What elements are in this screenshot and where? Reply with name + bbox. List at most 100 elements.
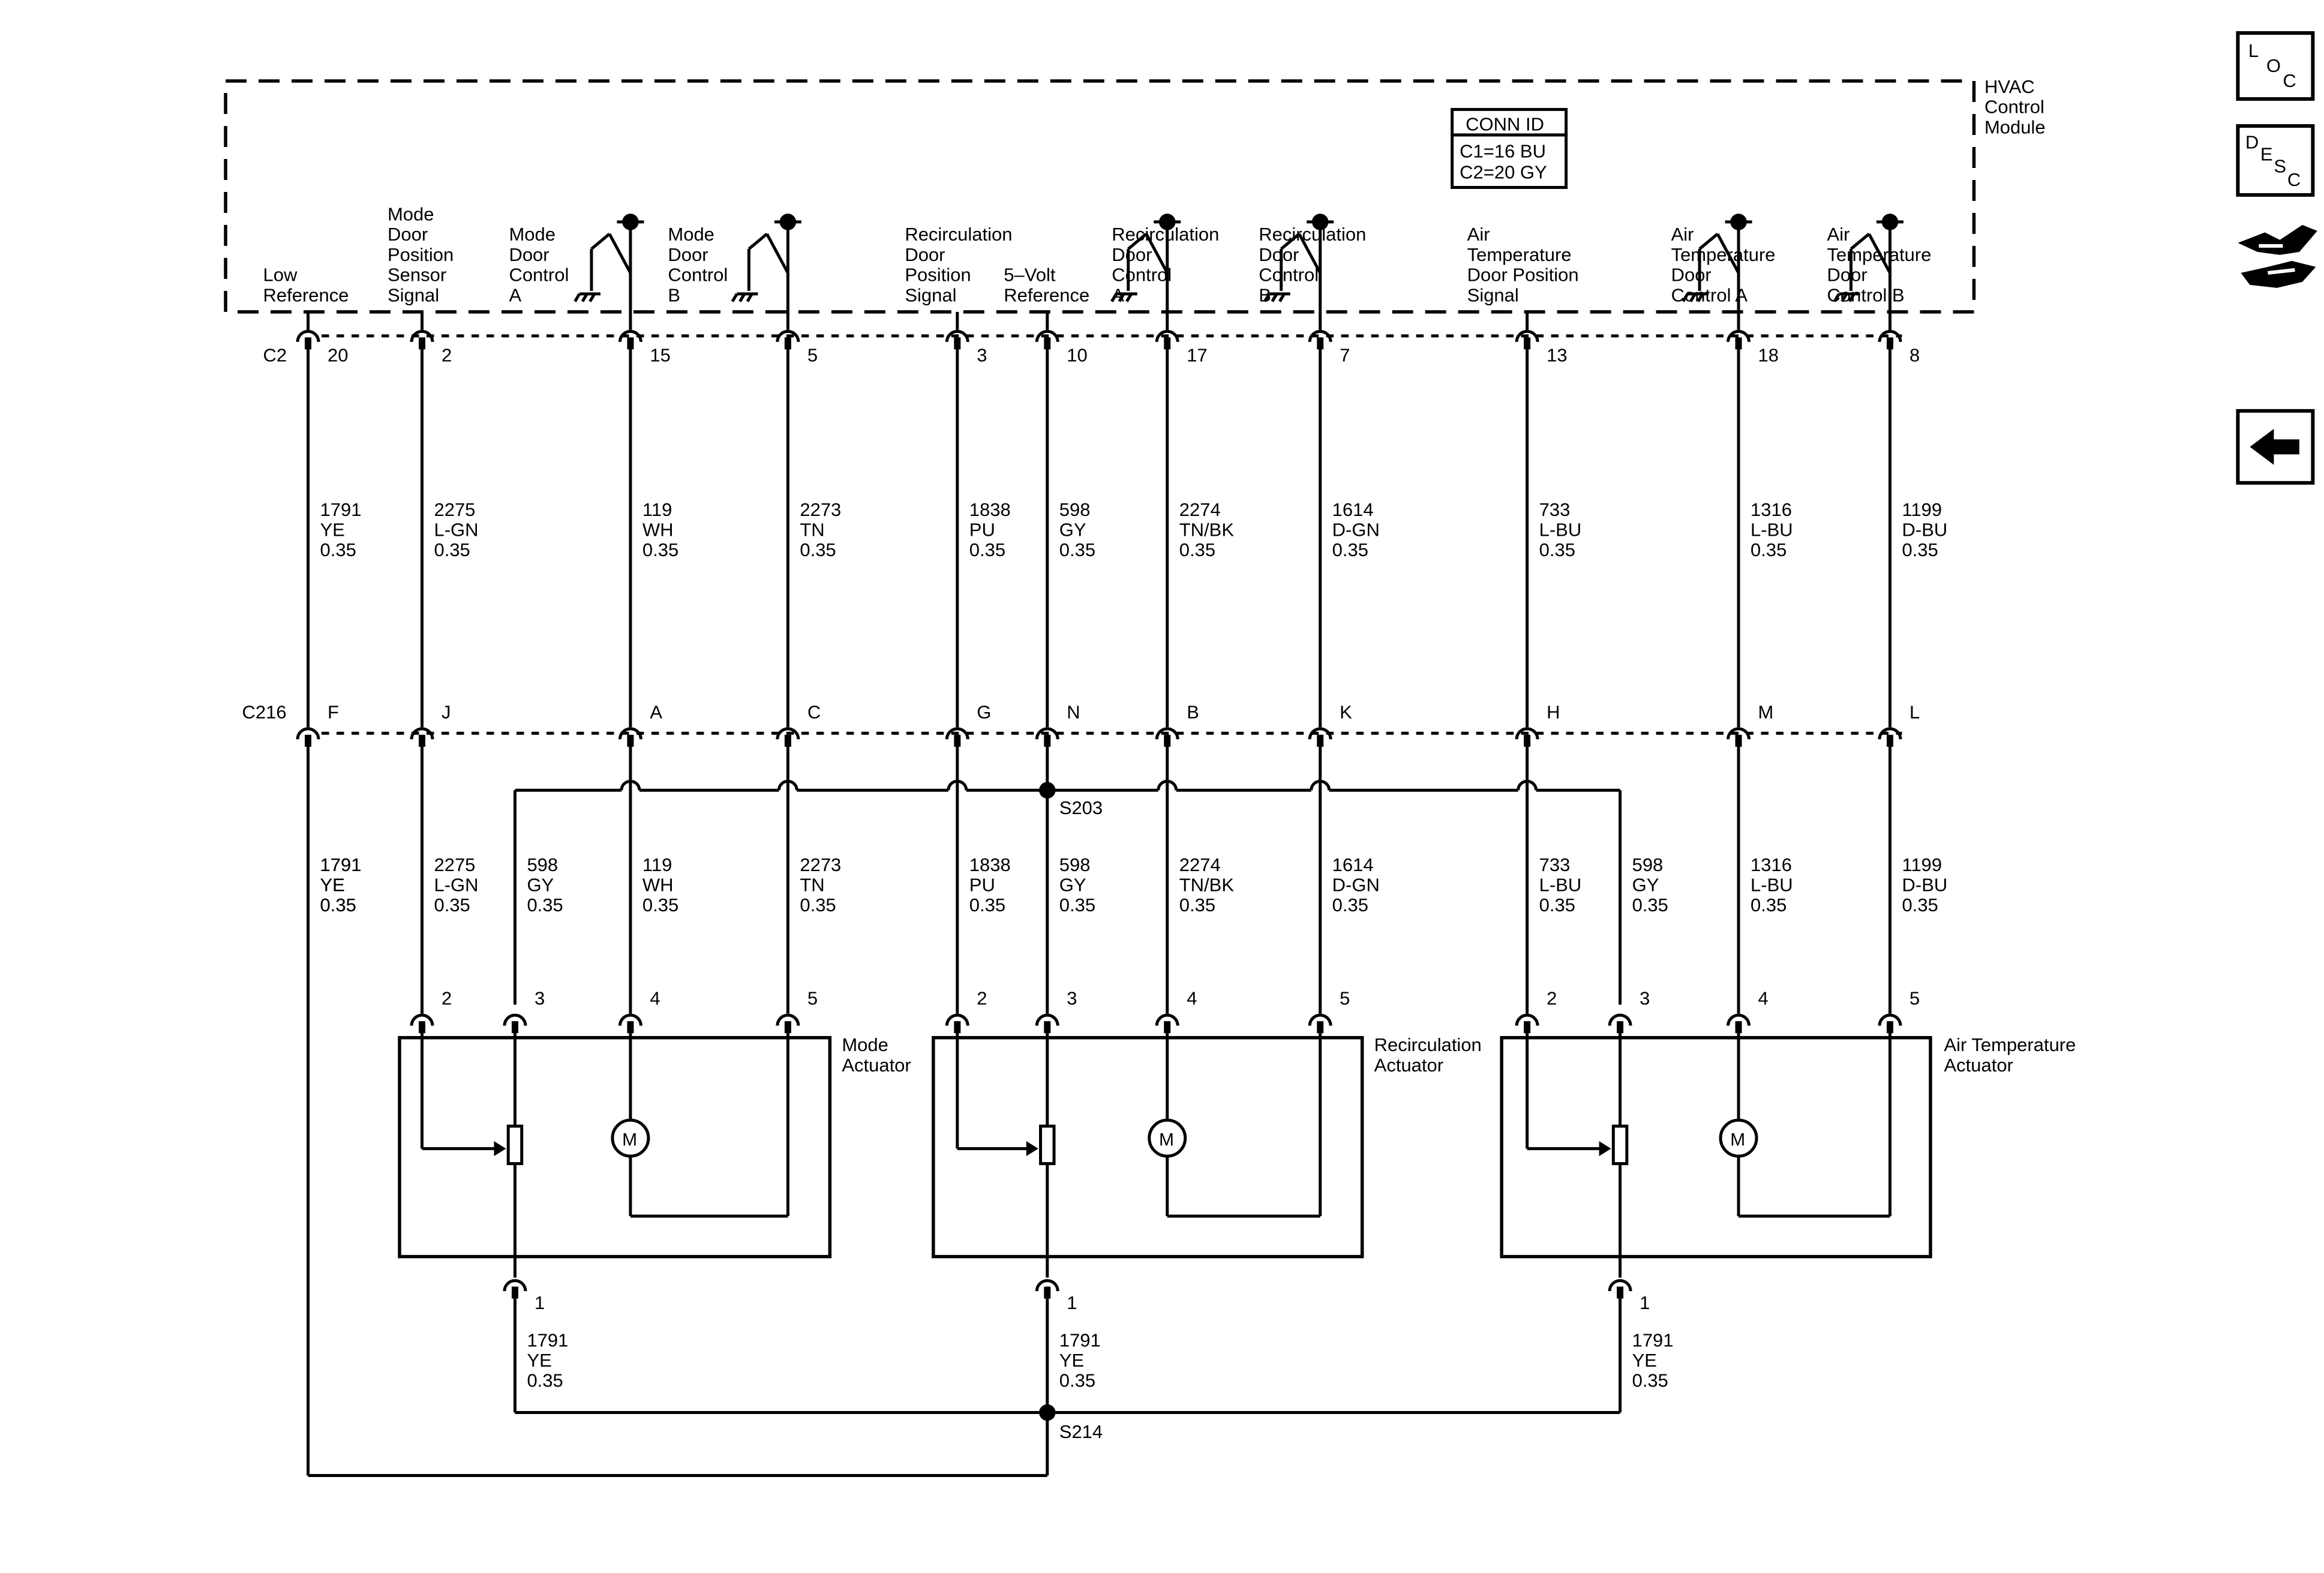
- switch-blade: [765, 233, 789, 274]
- recirculation-actuator-pin-2: [945, 1013, 969, 1026]
- actuator-terminal: [1735, 1021, 1742, 1034]
- c2-pin-number: 18: [1758, 344, 1779, 365]
- c2-pin-number: 10: [1067, 344, 1087, 365]
- wire-label: D-GN: [1332, 519, 1380, 540]
- switch-node: [622, 214, 639, 230]
- wire-label: 733: [1539, 499, 1571, 520]
- wire-label: 598: [527, 854, 558, 875]
- ground-icon: [1689, 293, 1697, 302]
- c2-terminal: [1044, 337, 1051, 350]
- actuator-pin-number: 3: [1067, 988, 1077, 1009]
- wire-label: 0.35: [1059, 539, 1095, 560]
- c216-terminal: [1044, 734, 1051, 747]
- wire-label: 733: [1539, 854, 1571, 875]
- ground-icon: [1848, 293, 1855, 302]
- c216-pin-B: [1155, 727, 1179, 740]
- wire-label: 0.35: [1632, 894, 1668, 915]
- wire-label: 1791: [320, 854, 362, 875]
- actuator-pin-number: 4: [1187, 988, 1197, 1009]
- desc-button[interactable]: [2236, 124, 2315, 197]
- actuator-pin-number: 3: [535, 988, 545, 1009]
- desc-icon: C: [2287, 169, 2301, 190]
- c2-pin-5: [776, 329, 800, 343]
- switch-blade-top: [1849, 233, 1870, 250]
- conn-id-line: C1=16 BU: [1460, 140, 1546, 161]
- actuator-terminal: [418, 1021, 425, 1034]
- wire-label: 0.35: [320, 894, 356, 915]
- circuit-label-mode-door-position-sensor-signal: Sensor: [388, 265, 446, 286]
- wire-label: 0.35: [1059, 894, 1095, 915]
- wire-label: 0.35: [1059, 1370, 1095, 1391]
- circuit-label-air-temperature-door-position-signal: Temperature: [1467, 244, 1572, 265]
- c216-pin-letter: L: [1909, 701, 1920, 722]
- conn-id-title: CONN ID: [1466, 113, 1544, 134]
- actuator-terminal: [1044, 1021, 1051, 1034]
- c2-terminal: [1524, 337, 1531, 350]
- c2-pin-number: 3: [977, 344, 987, 365]
- connector-hand-icon[interactable]: [2238, 224, 2317, 288]
- c2-pin-20: [296, 329, 320, 343]
- circuit-label-recirculation-door-control-b: Recirculation: [1259, 224, 1366, 245]
- switch-blade: [1716, 233, 1740, 274]
- actuator-ground-pin: 1: [535, 1292, 545, 1313]
- air-temperature-actuator-name: Actuator: [1944, 1055, 2013, 1076]
- ground-icon: [731, 293, 738, 302]
- wire-label: 0.35: [1332, 539, 1368, 560]
- c2-pin-15: [618, 329, 642, 343]
- c2-terminal: [305, 337, 312, 350]
- c216-pin-L: [1878, 727, 1902, 740]
- switch-blade-top: [747, 233, 768, 250]
- circuit-label-recirculation-door-position-signal: Signal: [905, 284, 956, 305]
- switch-node: [1881, 214, 1899, 230]
- connector-c2-label: C2: [263, 344, 287, 365]
- air-temperature-actuator: [1500, 1035, 1932, 1259]
- potentiometer-icon: [506, 1124, 524, 1166]
- wire-label: 0.35: [642, 539, 678, 560]
- potentiometer-icon: [1611, 1124, 1629, 1166]
- circuit-label-air-temperature-door-position-signal: Door Position: [1467, 265, 1579, 286]
- circuit-label-mode-door-control-b: Control: [668, 265, 728, 286]
- wire-label: YE: [1059, 1350, 1084, 1371]
- loc-icon: O: [2266, 55, 2281, 76]
- actuator-pin-number: 4: [1758, 988, 1768, 1009]
- wire-label: 1791: [320, 854, 362, 875]
- c2-pin-number: 8: [1909, 344, 1920, 365]
- air-temperature-actuator-pin-4: [1727, 1013, 1751, 1026]
- wire-label: YE: [320, 519, 345, 540]
- wire-label: 1791: [320, 499, 362, 520]
- wire-label: D-BU: [1902, 519, 1948, 540]
- switch-node: [1730, 214, 1747, 230]
- c2-terminal: [1317, 337, 1324, 350]
- loc-button[interactable]: [2236, 31, 2315, 101]
- mode-actuator-pin-3: [503, 1013, 527, 1026]
- circuit-label-recirculation-door-control-b: Control: [1259, 265, 1319, 286]
- c2-pin-number: 5: [807, 344, 818, 365]
- wire-label: 0.35: [527, 1370, 563, 1391]
- circuit-label-mode-door-position-sensor-signal: Signal: [388, 284, 439, 305]
- wire-label: TN/BK: [1179, 875, 1235, 896]
- circuit-label-low-reference: Low: [263, 265, 298, 286]
- mode-actuator-pin-5: [776, 1013, 800, 1026]
- circuit-label-mode-door-control-a: A: [509, 284, 521, 305]
- wire-label: 1614: [1332, 499, 1374, 520]
- actuator-terminal: [511, 1021, 518, 1034]
- ground-icon: [1840, 293, 1848, 302]
- circuit-label-air-temperature-door-control-b: Control B: [1827, 284, 1905, 305]
- wire-label: 119: [642, 854, 672, 875]
- actuator-ground-pin: 1: [1640, 1292, 1650, 1313]
- ground-icon: [738, 293, 746, 302]
- actuator-pin-number: 2: [442, 988, 452, 1009]
- wire-label: WH: [642, 875, 674, 896]
- wiper-arrow-icon: [1026, 1141, 1038, 1157]
- c2-pin-17: [1155, 329, 1179, 343]
- c2-pin-number: 2: [442, 344, 452, 365]
- switch-blade: [1298, 233, 1322, 274]
- c2-terminal: [784, 337, 791, 350]
- circuit-label-air-temperature-door-control-a: Control A: [1671, 284, 1748, 305]
- wire-label: 0.35: [1902, 539, 1938, 560]
- circuit-label-air-temperature-door-control-b: Air: [1827, 224, 1850, 245]
- circuit-label-recirculation-door-position-signal: Position: [905, 265, 971, 286]
- mode-actuator: [398, 1035, 832, 1259]
- wire-label: GY: [527, 875, 554, 896]
- wire-label: WH: [642, 519, 674, 540]
